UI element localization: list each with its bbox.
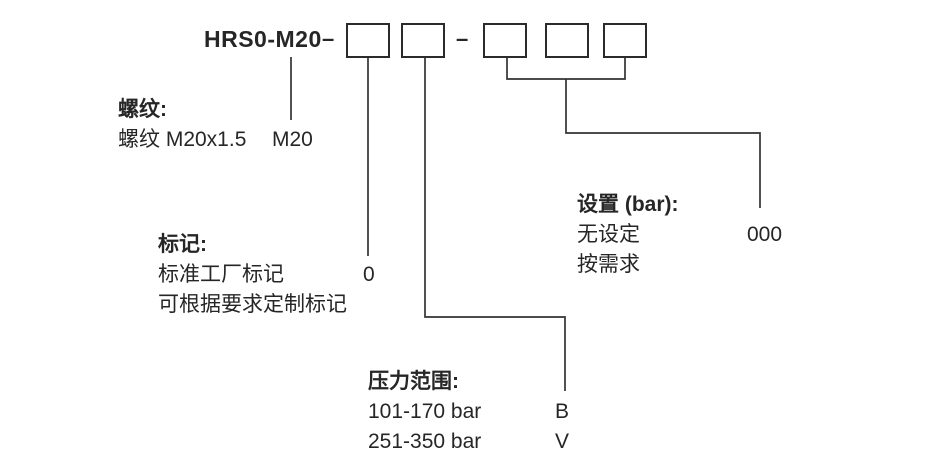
- setting-code-box-3: [603, 23, 647, 58]
- connector-setting-bracket: [506, 58, 626, 80]
- pressure-range-option-text: 101-170 bar: [368, 400, 482, 423]
- marking-option-code: 0: [363, 263, 375, 286]
- setting-option-row: 无设定 000: [577, 220, 782, 250]
- pressure-range-option-row: 101-170 bar B: [368, 397, 569, 427]
- thread-section: 螺纹: 螺纹 M20x1.5 M20: [118, 95, 313, 155]
- pressure-range-option-code: V: [555, 430, 570, 453]
- setting-section-label: 设置 (bar):: [577, 193, 679, 216]
- connector-pressure: [424, 58, 566, 391]
- setting-option-row: 按需求: [577, 250, 679, 280]
- pressure-code-box: [401, 23, 445, 58]
- setting-code-box-1: [483, 23, 527, 58]
- thread-option-row: 螺纹 M20x1.5 M20: [118, 125, 313, 155]
- marking-section: 标记: 标准工厂标记 0 可根据要求定制标记: [158, 230, 375, 320]
- setting-option-text: 无设定: [577, 223, 640, 246]
- connector-setting: [565, 79, 761, 208]
- marking-option-row: 标准工厂标记 0: [158, 260, 375, 290]
- marking-section-label: 标记:: [158, 233, 207, 256]
- setting-option-text: 按需求: [577, 253, 640, 276]
- pressure-range-option-text: 251-350 bar: [368, 430, 482, 453]
- thread-section-label: 螺纹:: [118, 98, 167, 121]
- setting-code-box-2: [545, 23, 589, 58]
- setting-section: 设置 (bar): 无设定 000 按需求: [577, 190, 782, 280]
- marking-option-text: 标准工厂标记: [158, 263, 284, 286]
- code-separator: –: [456, 26, 469, 51]
- pressure-range-section-label: 压力范围:: [368, 370, 459, 393]
- marking-code-box: [346, 23, 390, 58]
- model-code: HRS0-M20: [204, 26, 322, 52]
- pressure-range-section: 压力范围: 101-170 bar B 251-350 bar V: [368, 367, 569, 457]
- marking-option-row: 可根据要求定制标记: [158, 290, 347, 320]
- pressure-range-option-code: B: [555, 400, 570, 423]
- thread-option-text: 螺纹 M20x1.5: [118, 128, 247, 151]
- pressure-range-option-row: 251-350 bar V: [368, 427, 569, 457]
- setting-option-code: 000: [747, 223, 783, 246]
- code-separator: –: [322, 26, 335, 51]
- marking-option-text: 可根据要求定制标记: [158, 293, 347, 316]
- thread-option-code: M20: [272, 128, 313, 151]
